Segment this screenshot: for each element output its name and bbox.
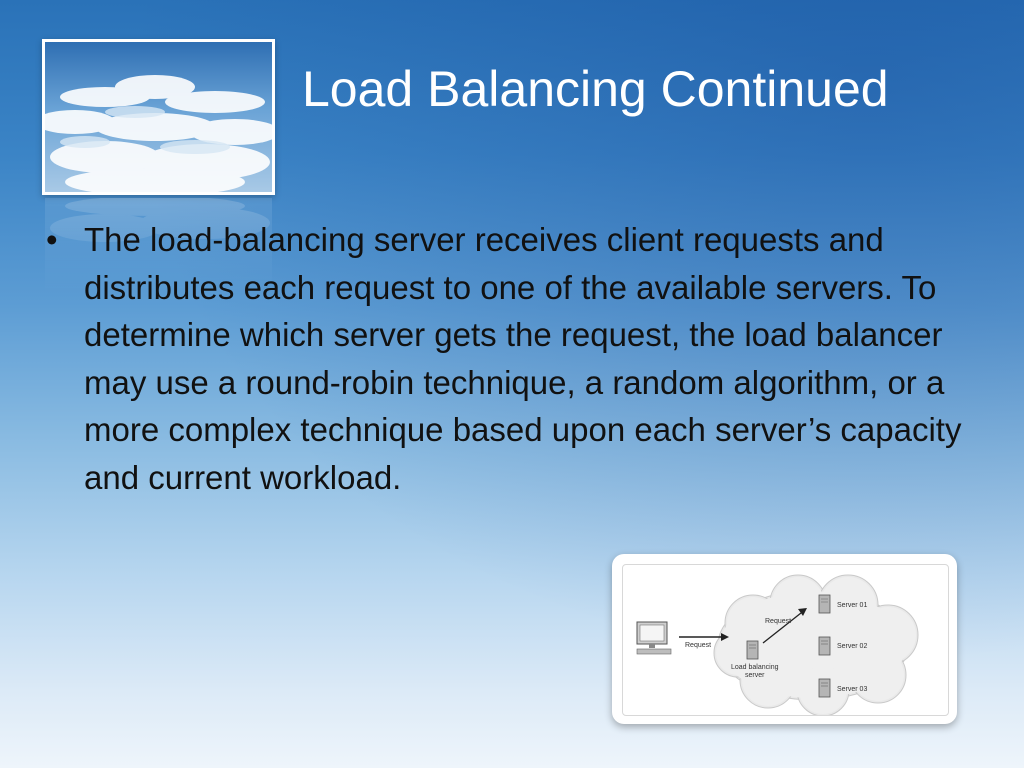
server-03-label: Server 03: [837, 686, 867, 693]
server-01-label: Server 01: [837, 602, 867, 609]
slide-title: Load Balancing Continued: [302, 61, 889, 117]
bullet-item: • The load-balancing server receives cli…: [46, 216, 986, 501]
clouds-image: [45, 42, 272, 192]
balancer-label-line1: Load balancing: [731, 664, 779, 671]
bullet-marker: •: [46, 221, 58, 258]
load-balancing-diagram: Request Load balancing server Request: [612, 554, 957, 724]
sky-photo-reflection: [42, 198, 275, 298]
balancer-label-line2: server: [745, 672, 765, 679]
server-03-icon: [818, 678, 831, 698]
client-request-label: Request: [685, 642, 711, 649]
forward-request-arrow: [762, 612, 802, 644]
server-02-icon: [818, 636, 831, 656]
client-computer-icon: [636, 621, 672, 655]
sky-photo: [42, 39, 275, 195]
bullet-text: The load-balancing server receives clien…: [84, 221, 962, 496]
clouds-reflection-image: [45, 198, 272, 298]
forward-request-label: Request: [765, 618, 791, 625]
bullet-list: • The load-balancing server receives cli…: [46, 216, 986, 501]
diagram-canvas: Request Load balancing server Request: [622, 564, 949, 716]
diagram-svg: Request Load balancing server Request: [636, 574, 919, 715]
load-balancer-server-icon: [746, 640, 759, 660]
server-01-icon: [818, 594, 831, 614]
server-02-label: Server 02: [837, 643, 867, 650]
